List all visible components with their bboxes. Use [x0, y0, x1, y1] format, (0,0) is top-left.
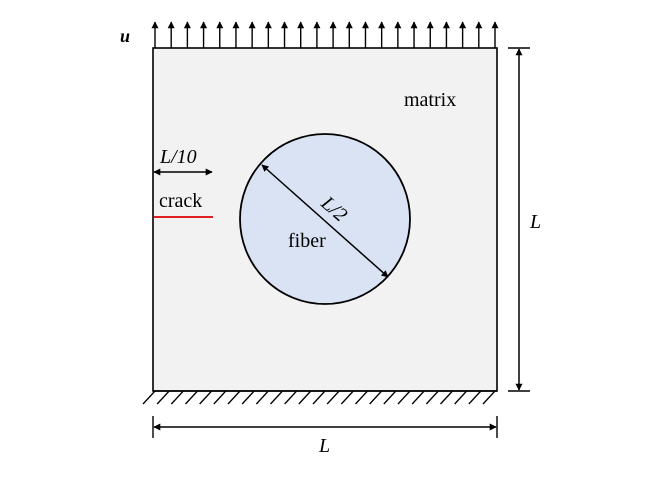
displacement-arrows — [151, 21, 499, 48]
crack-label: crack — [159, 190, 202, 212]
hatch-mark — [185, 390, 198, 405]
height-label: L — [529, 211, 541, 233]
matrix-label: matrix — [404, 89, 456, 111]
hatch-mark — [454, 390, 468, 405]
hatch-mark — [227, 390, 241, 405]
hatch-mark — [213, 390, 227, 405]
hatch-mark — [326, 390, 340, 405]
hatch-mark — [369, 390, 383, 405]
hatch-mark — [340, 390, 354, 405]
hatch-mark — [411, 390, 425, 405]
hatch-mark — [199, 390, 213, 405]
hatch-mark — [284, 390, 298, 405]
hatch-mark — [355, 390, 368, 405]
hatch-mark — [170, 390, 184, 405]
fiber-inclusion — [239, 133, 411, 305]
hatch-mark — [270, 390, 283, 405]
hatch-mark — [397, 390, 411, 405]
fiber-label: fiber — [288, 230, 326, 252]
hatch-mark — [425, 390, 439, 405]
hatch-mark — [142, 390, 156, 405]
width-label: L — [318, 435, 330, 457]
hatch-mark — [255, 390, 269, 405]
hatch-mark — [440, 390, 453, 405]
hatch-mark — [241, 390, 255, 405]
crack-length-label: L/10 — [159, 146, 197, 168]
fiber-diameter-arrow — [261, 164, 389, 278]
hatch-mark — [298, 390, 312, 405]
load-label: u — [120, 26, 130, 46]
hatch-mark — [482, 390, 496, 405]
hatch-mark — [156, 390, 170, 405]
fixed-support-hatching — [142, 390, 496, 405]
hatch-mark — [468, 390, 482, 405]
hatch-mark — [383, 390, 397, 405]
hatch-mark — [312, 390, 326, 405]
